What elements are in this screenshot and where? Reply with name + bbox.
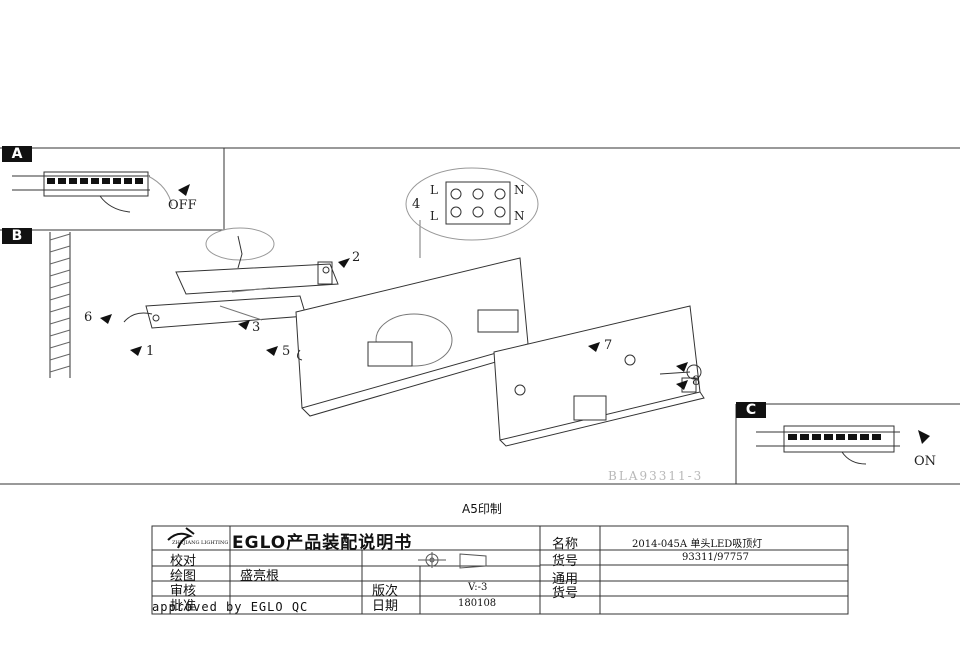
canopy-base-plate — [295, 257, 531, 417]
value-item-no: 93311/97757 — [682, 552, 749, 563]
callout-5: 5 — [282, 344, 291, 359]
label-review: 审核 — [170, 584, 197, 599]
title-block-grid — [151, 525, 849, 615]
label-universal-no: 货号 — [552, 586, 579, 601]
label-item-no: 货号 — [552, 554, 579, 569]
approved-by: approved by EGLO QC — [152, 600, 309, 614]
label-version: 版次 — [372, 584, 399, 599]
label-check: 校对 — [170, 554, 197, 569]
panel-a-terminal-strip — [12, 171, 173, 213]
callout-2: 2 — [352, 250, 361, 265]
terminal-letter-l-top: L — [430, 183, 438, 197]
panel-a-switch-arrow — [178, 184, 190, 196]
callout-3: 3 — [252, 320, 261, 335]
callout-1: 1 — [146, 344, 155, 359]
callout-8: 8 — [692, 374, 701, 389]
panel-a-switch-label: OFF — [168, 198, 197, 213]
print-note: A5印制 — [462, 502, 502, 516]
panel-c-terminal-strip — [756, 425, 900, 465]
label-name: 名称 — [552, 537, 579, 552]
label-approve: 批准 — [170, 599, 197, 614]
value-date: 180108 — [458, 598, 497, 609]
terminal-letter-n-top: N — [514, 183, 525, 197]
terminal-inset — [405, 167, 539, 258]
terminal-letter-l-bottom: L — [430, 209, 438, 223]
front-cover-plate — [493, 305, 705, 447]
label-draw: 绘图 — [170, 569, 197, 584]
terminal-letter-n-bottom: N — [514, 209, 525, 223]
mounting-bracket — [123, 227, 339, 329]
wall-hatch — [49, 232, 71, 378]
callout-4: 4 — [412, 197, 421, 212]
logo-text: ZHEJIANG LIGHTING — [172, 540, 229, 546]
callout-7: 7 — [604, 338, 613, 353]
label-date: 日期 — [372, 599, 399, 614]
doc-title: EGLO产品装配说明书 — [232, 533, 413, 553]
panel-b-tag: B — [2, 228, 32, 244]
value-drawer: 盛亮根 — [240, 569, 280, 584]
value-version: V:-3 — [468, 582, 488, 593]
panel-c-switch-label: ON — [914, 454, 937, 469]
panel-c-switch-arrow — [918, 430, 930, 444]
callout-arrows — [100, 258, 688, 390]
panel-a-tag: A — [2, 146, 32, 162]
label-universal: 通用 — [552, 572, 579, 587]
logo-mark — [167, 527, 195, 549]
callout-6: 6 — [84, 310, 93, 325]
projection-symbol — [418, 552, 487, 569]
panel-c-tag: C — [736, 402, 766, 418]
value-name: 2014-045A 单头LED吸顶灯 — [632, 539, 763, 550]
drawing-code: BLA93311-3 — [608, 469, 704, 483]
frame-lines — [0, 147, 960, 485]
